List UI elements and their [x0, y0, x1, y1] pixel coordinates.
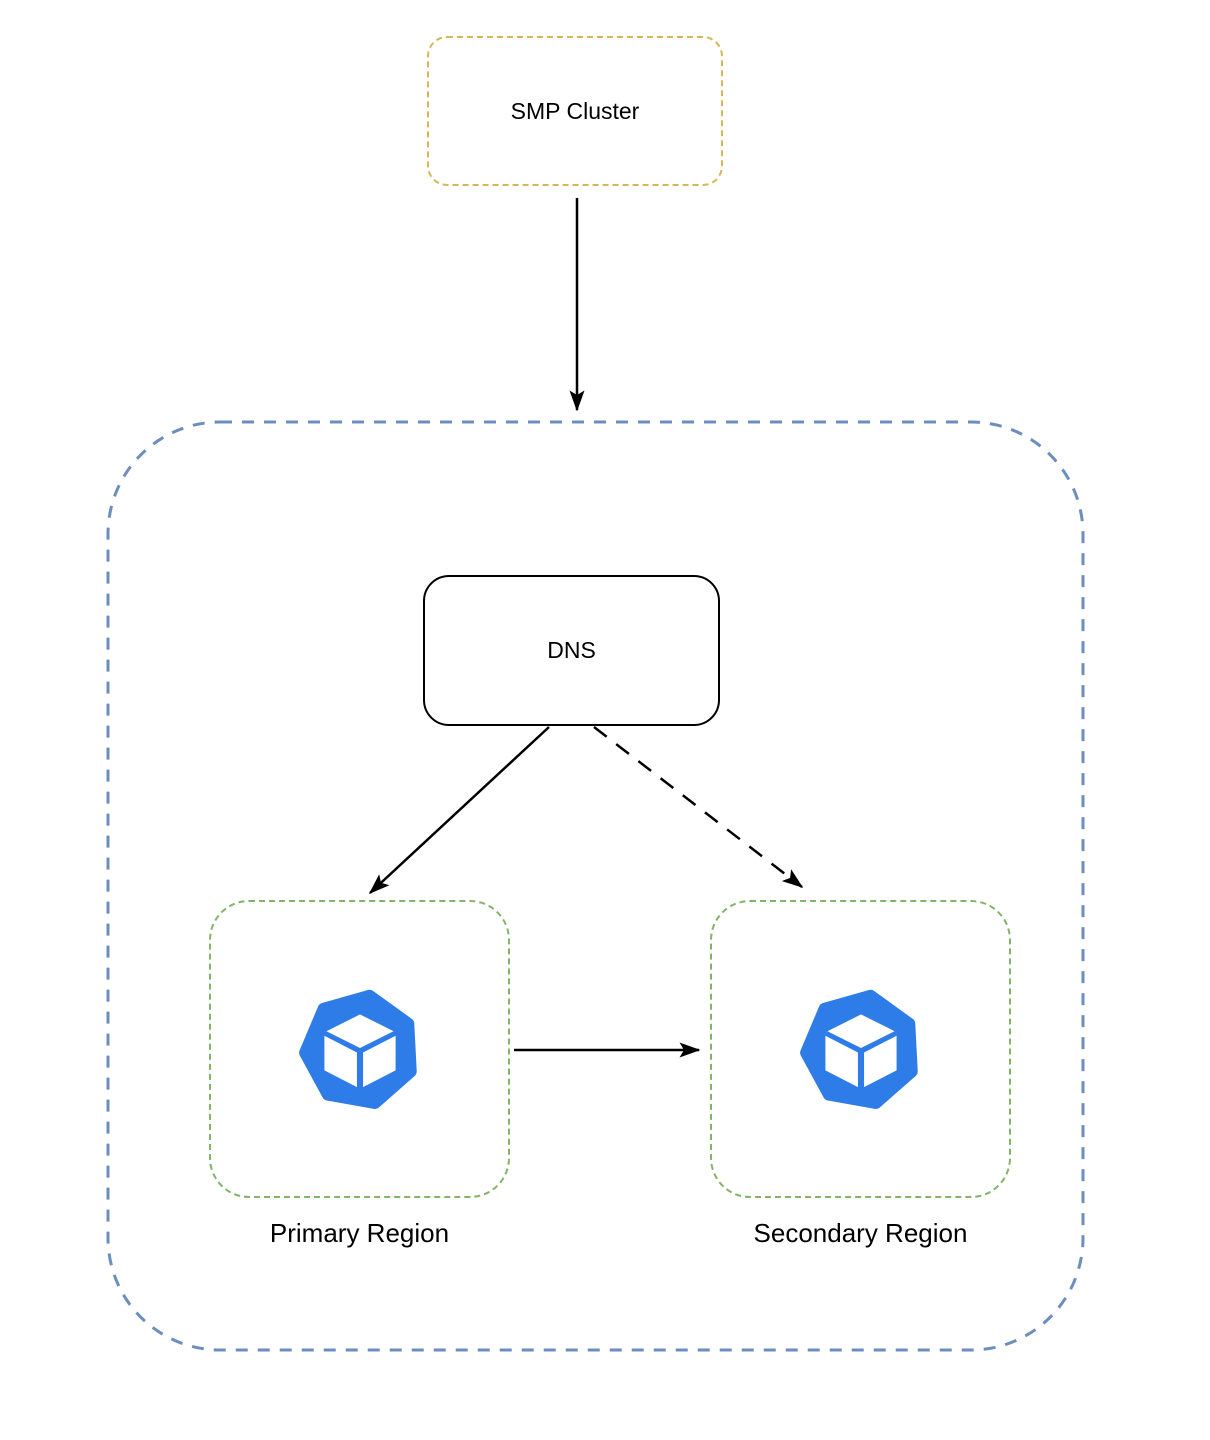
node-primary-region	[209, 900, 510, 1198]
node-smp-cluster: SMP Cluster	[427, 36, 723, 186]
cube-icon	[298, 989, 417, 1109]
cube-icon	[799, 989, 918, 1109]
dns-zone-container	[106, 420, 1085, 1352]
edge-dns-to-secondary	[593, 726, 804, 888]
smp-cluster-label: SMP Cluster	[510, 97, 640, 124]
dns-label: DNS	[547, 637, 596, 663]
node-dns: DNS	[423, 575, 720, 726]
secondary-region-label: Secondary Region	[753, 1218, 968, 1248]
node-secondary-region	[710, 900, 1011, 1198]
primary-region-label: Primary Region	[269, 1218, 450, 1248]
edge-dns-to-primary	[368, 726, 550, 895]
